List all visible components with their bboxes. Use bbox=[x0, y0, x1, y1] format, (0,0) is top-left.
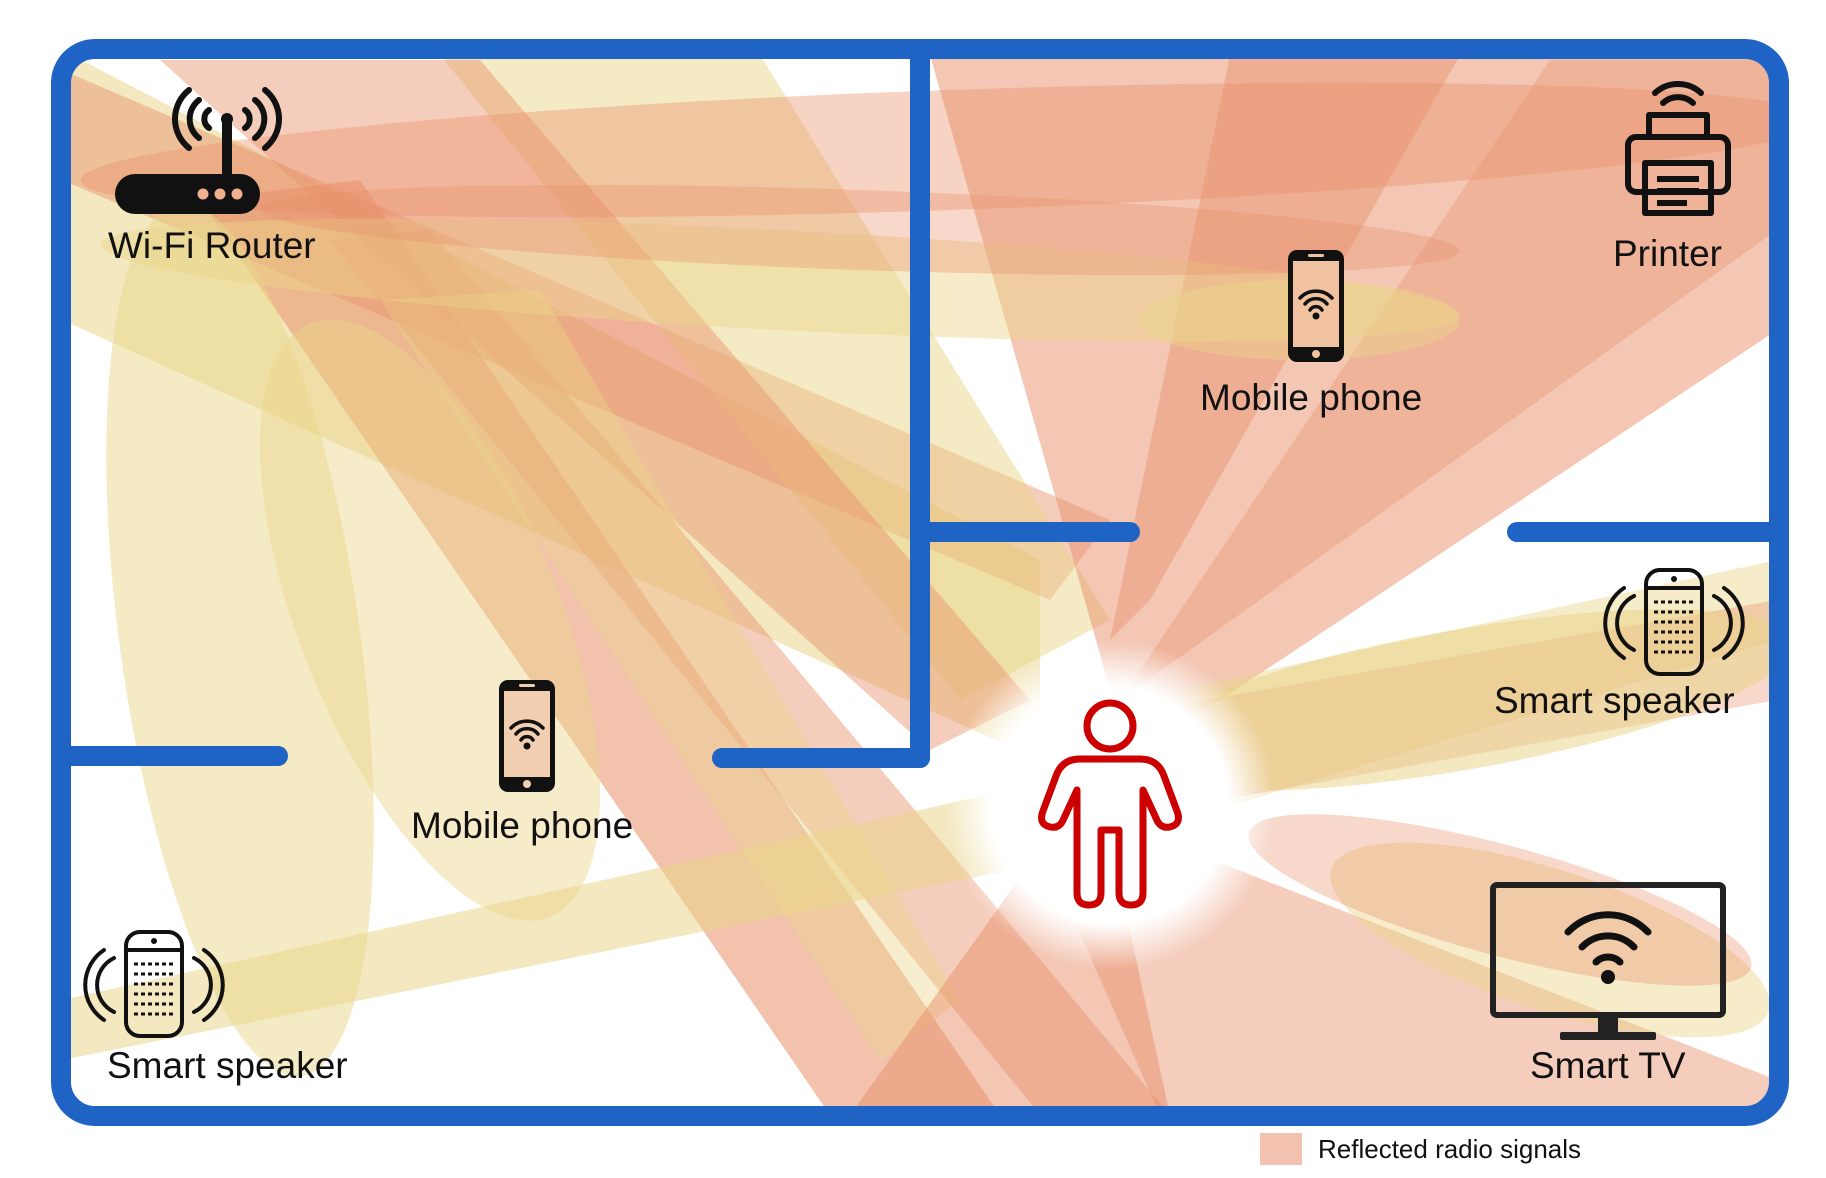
wifi-router-label: Wi-Fi Router bbox=[108, 225, 316, 266]
smart-tv-label: Smart TV bbox=[1530, 1045, 1686, 1086]
signal-lobe bbox=[1330, 842, 1770, 1038]
reflected-signals bbox=[62, 50, 1777, 1115]
signal-beam bbox=[330, 230, 1170, 1115]
signal-beam bbox=[1120, 60, 1777, 700]
mobile-phone-label: Mobile phone bbox=[411, 805, 634, 846]
wifi-router-icon bbox=[115, 87, 283, 214]
mobile-phone-icon bbox=[1288, 250, 1344, 362]
person-glow bbox=[945, 640, 1275, 970]
printer-icon bbox=[1625, 81, 1731, 216]
signal-beam bbox=[1110, 55, 1460, 640]
signal-lobe bbox=[106, 203, 374, 1077]
smart-tv-icon bbox=[1490, 882, 1726, 1040]
walls bbox=[51, 39, 1789, 1126]
signal-lobe bbox=[80, 82, 1777, 218]
signal-lobe bbox=[260, 184, 1460, 276]
person-icon bbox=[1038, 699, 1182, 909]
smart-speaker-icon bbox=[1603, 568, 1745, 676]
signal-beam bbox=[930, 55, 1777, 760]
printer-label: Printer bbox=[1613, 233, 1722, 274]
smart-speaker-label: Smart speaker bbox=[1494, 680, 1735, 721]
legend-label: Reflected radio signals bbox=[1318, 1134, 1582, 1164]
mobile-phone-label: Mobile phone bbox=[1200, 377, 1423, 418]
legend-swatch bbox=[1260, 1133, 1302, 1165]
smart-speaker-icon bbox=[83, 930, 225, 1038]
signal-lobe bbox=[1124, 609, 1777, 791]
smart-speaker-label: Smart speaker bbox=[107, 1045, 348, 1086]
signal-lobe bbox=[100, 218, 1460, 342]
mobile-phone-icon bbox=[499, 680, 555, 792]
